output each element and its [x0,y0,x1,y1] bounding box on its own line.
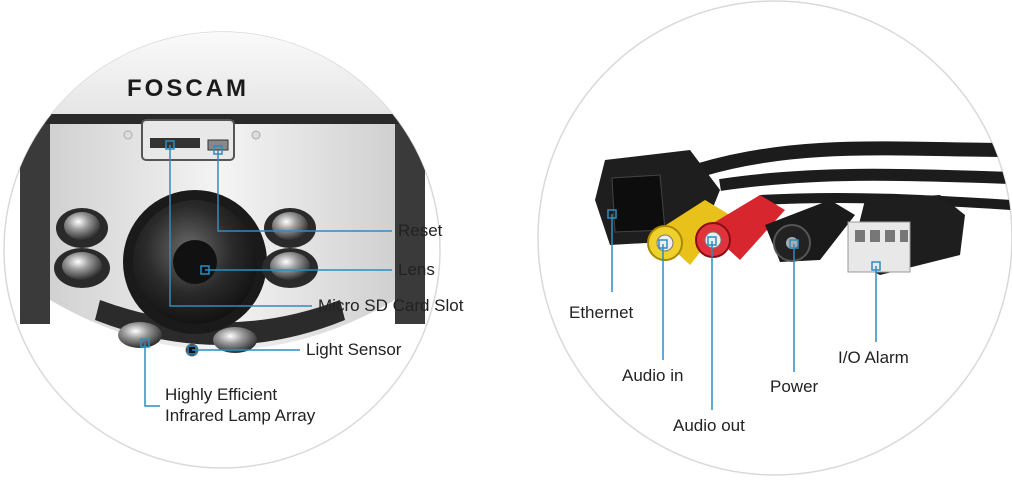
ir-array-marker [140,338,150,348]
light-sensor-label: Light Sensor [306,340,402,359]
audio-out-marker [707,236,717,246]
ethernet-label: Ethernet [569,303,634,322]
connector-cable-view [537,0,1012,476]
ir-array-label-line2: Infrared Lamp Array [165,406,316,425]
lens-marker [200,265,210,275]
micro-sd-leader [169,145,312,307]
brand-logo: FOSCAM [127,75,249,102]
reset-label: Reset [398,221,443,240]
power-marker [789,239,799,249]
power-label: Power [770,377,819,396]
lens-label: Lens [398,260,435,279]
micro-sd-marker [165,140,175,150]
reset-leader [217,150,392,232]
io-alarm-label: I/O Alarm [838,348,909,367]
io-alarm-marker [871,261,881,271]
ethernet-marker [607,209,617,219]
micro-sd-label: Micro SD Card Slot [318,296,464,315]
ir-array-leader [144,343,160,407]
ir-array-label-line1: Highly Efficient [165,385,278,404]
audio-out-label: Audio out [673,416,745,435]
audio-in-marker [658,239,668,249]
reset-marker [213,145,223,155]
light-sensor-marker [187,345,197,355]
audio-in-label: Audio in [622,366,684,385]
leader-lines [140,140,881,410]
